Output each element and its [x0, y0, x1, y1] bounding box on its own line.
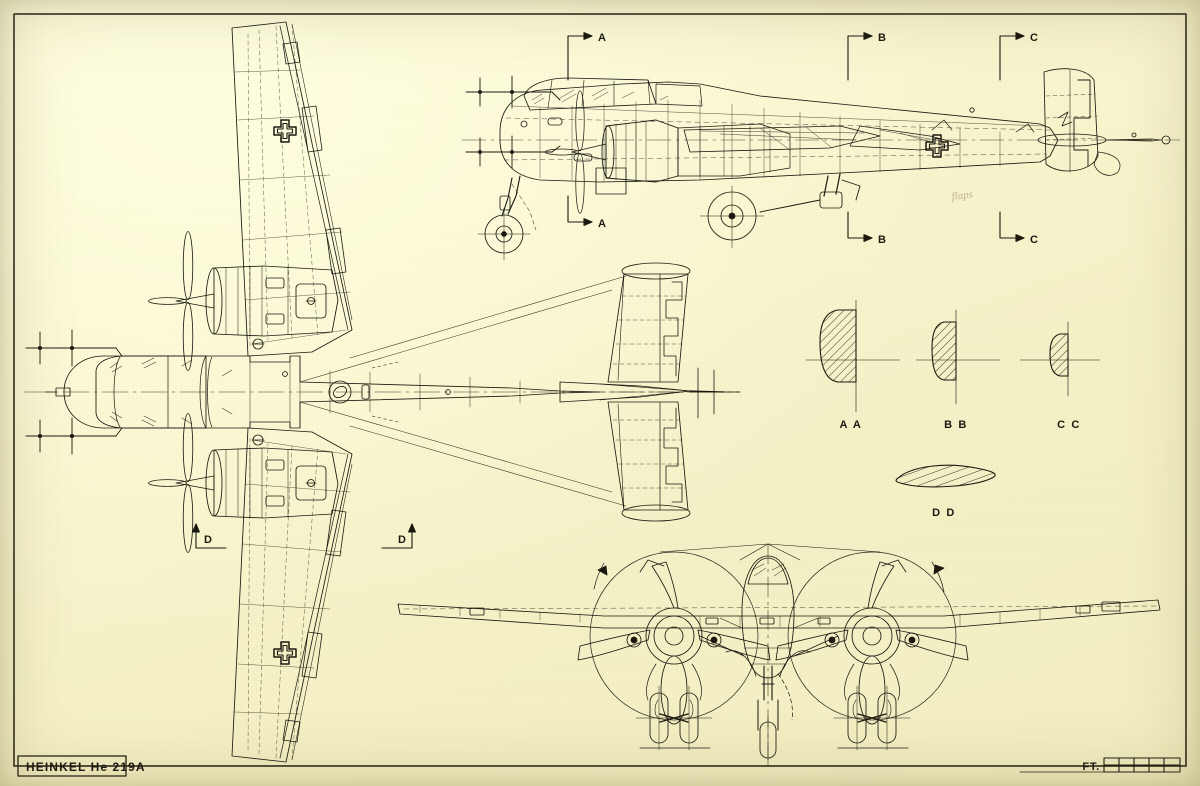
- section-label-b-top: B: [878, 32, 886, 44]
- cross-section-cc: [1019, 321, 1101, 397]
- section-marker-a-bottom: [567, 195, 593, 226]
- engine-front-port: [577, 559, 771, 725]
- side-elevation: [461, 68, 1181, 261]
- propeller-disc-starboard: [787, 551, 957, 721]
- fuselage-profile-side: [499, 81, 1059, 183]
- section-marker-b-top: [847, 32, 873, 81]
- scale-bar-graphic: [1019, 757, 1181, 773]
- plan-view-top: [23, 21, 731, 763]
- cross-section-bb: [915, 309, 1001, 405]
- section-label-d-left: D: [204, 534, 212, 546]
- cross-section-dd: [895, 464, 996, 488]
- cross-section-caption-dd: D D: [932, 507, 956, 519]
- main-wheel-front-starboard: [833, 685, 911, 751]
- section-label-c-top: C: [1030, 32, 1038, 44]
- cross-section-caption-cc: C C: [1057, 419, 1081, 431]
- engine-nacelle-starboard-plan: [148, 413, 339, 553]
- cross-section-caption-aa: A A: [840, 419, 863, 431]
- section-marker-set: [192, 32, 1025, 549]
- handwritten-note-flaps: flaps: [951, 188, 974, 203]
- front-elevation: [397, 543, 1161, 767]
- engine-front-starboard: [775, 559, 969, 725]
- radar-aerial-array-side: [465, 75, 561, 169]
- section-label-b-bottom: B: [878, 234, 886, 246]
- scale-bar-unit-label: FT.: [1082, 761, 1100, 773]
- nose-gear-side: [477, 175, 537, 261]
- title-block-frame: [17, 755, 127, 777]
- tail-plan-view: [559, 262, 741, 522]
- propeller-disc-port: [589, 551, 759, 721]
- section-label-d-right: D: [398, 534, 406, 546]
- nose-gear-front: [757, 665, 793, 767]
- section-label-c-bottom: C: [1030, 234, 1038, 246]
- section-label-a-top: A: [598, 32, 606, 44]
- cross-section-caption-bb: B B: [944, 419, 968, 431]
- main-gear-side: [699, 173, 861, 249]
- section-marker-d-right: [381, 523, 416, 549]
- wing-starboard-plan: [231, 427, 353, 763]
- section-marker-d-left: [192, 523, 227, 549]
- title-block-text: HEINKEL He 219A: [26, 760, 146, 774]
- section-marker-a-top: [567, 32, 593, 81]
- cross-section-aa: [805, 299, 901, 413]
- tail-side: [1037, 68, 1171, 176]
- radar-aerial-array-plan: [25, 329, 123, 455]
- engine-nacelle-side: [544, 90, 791, 214]
- main-wheel-front-port: [635, 685, 713, 751]
- canopy-side: [523, 77, 657, 111]
- wing-port-plan: [231, 21, 353, 357]
- sheet-border: [13, 13, 1187, 767]
- section-marker-b-bottom: [847, 211, 873, 242]
- cross-section-group: [805, 299, 1101, 488]
- section-marker-c-bottom: [999, 211, 1025, 242]
- section-marker-c-top: [999, 32, 1025, 81]
- section-label-a-bottom: A: [598, 218, 606, 230]
- engine-nacelle-port-plan: [148, 231, 339, 371]
